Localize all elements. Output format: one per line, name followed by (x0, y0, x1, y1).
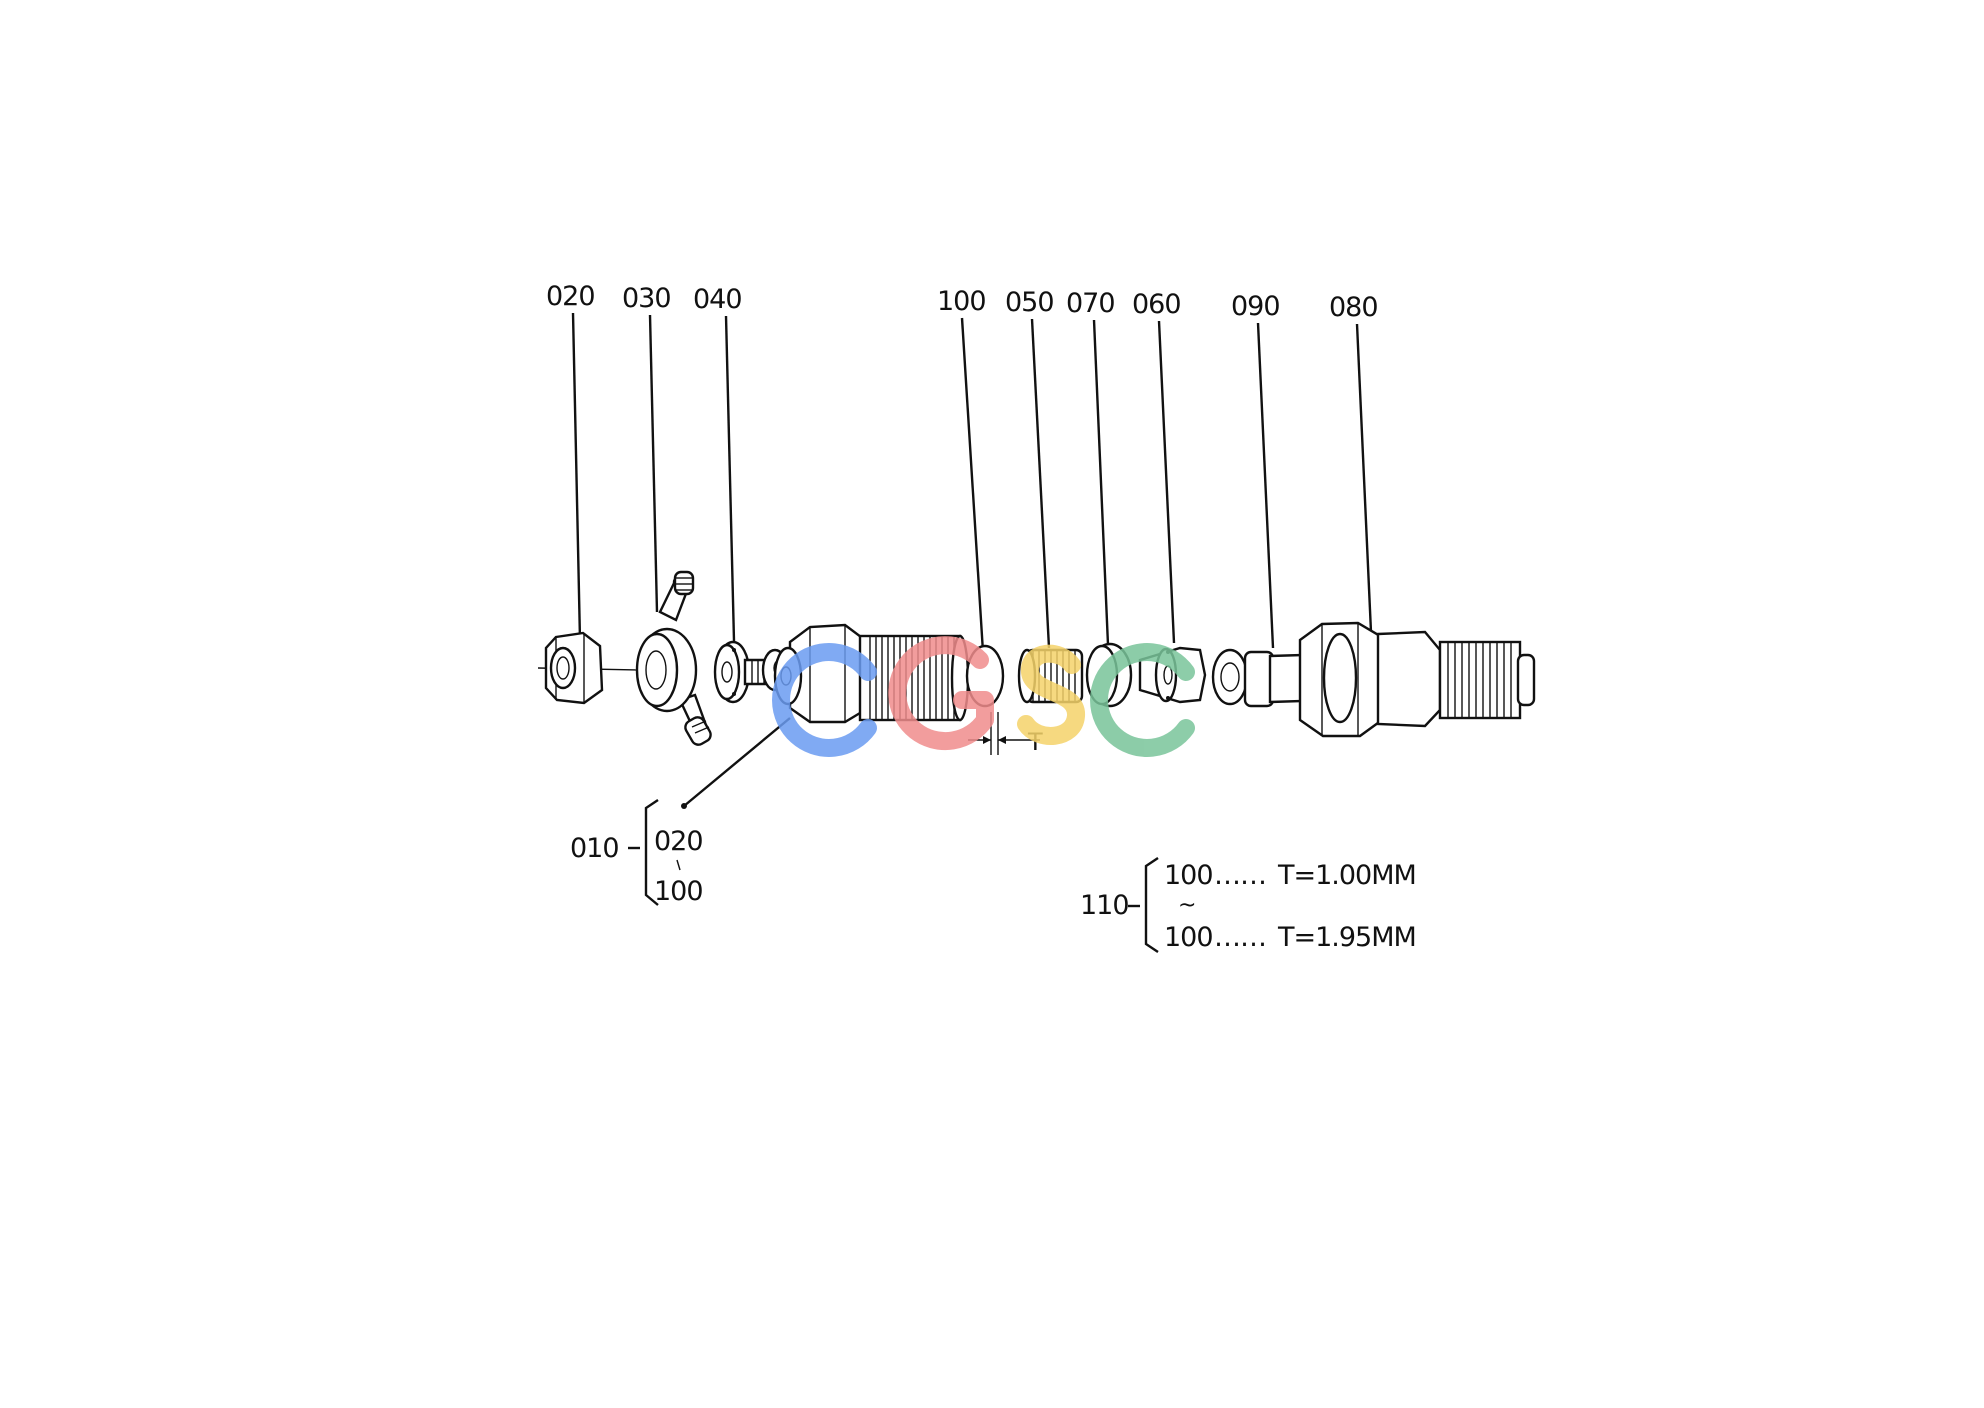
callout-090: 090 (1231, 291, 1280, 322)
callout-020: 020 (546, 281, 595, 312)
part-020-hex-nut (544, 631, 604, 705)
shim-table-label: 110 (1080, 890, 1129, 921)
leader-100 (960, 317, 985, 653)
leader-070 (1092, 319, 1110, 646)
shim-row-2-part: 100 (1164, 922, 1213, 953)
part-080-nut (1298, 621, 1536, 738)
watermark-letter-s (1017, 644, 1085, 745)
assembly-010-label: 010 (570, 833, 619, 864)
shim-row-2-dots: …… (1214, 922, 1266, 953)
watermark-letter-g (888, 636, 994, 751)
leader-010 (683, 717, 791, 807)
callout-100: 100 (937, 286, 986, 317)
callout-070: 070 (1066, 288, 1115, 319)
callout-030: 030 (622, 283, 671, 314)
callout-060: 060 (1132, 289, 1181, 320)
leader-040 (724, 315, 736, 642)
shim-row-2-spec: T=1.95MM (1277, 922, 1416, 953)
watermark-letter-c1 (772, 643, 877, 757)
assembly-bracket (644, 799, 659, 906)
shim-table-110: 110 100 …… T=1.00MM ~ 100 …… T=1.95MM (1080, 857, 1417, 953)
cgsc-watermark-logo (772, 636, 1195, 757)
leader-060 (1157, 320, 1176, 644)
assembly-item-100: 100 (654, 876, 703, 907)
callout-080: 080 (1329, 292, 1378, 323)
leader-090 (1256, 322, 1275, 649)
leader-030 (648, 314, 659, 613)
assembly-010-group: 010 020 100 (570, 717, 791, 907)
leader-050 (1030, 318, 1051, 649)
leader-lines (571, 312, 1373, 653)
shim-range-symbol: ~ (1178, 893, 1195, 918)
callout-050: 050 (1005, 287, 1054, 318)
callout-040: 040 (693, 284, 742, 315)
shim-row-1-part: 100 (1164, 860, 1213, 891)
part-030-banjo (635, 570, 712, 746)
shim-bracket (1144, 857, 1159, 953)
leader-080 (1355, 323, 1373, 633)
shim-row-1-spec: T=1.00MM (1277, 860, 1416, 891)
watermark-letter-c2 (1090, 643, 1195, 757)
assembly-item-020: 020 (654, 826, 703, 857)
leader-020 (571, 312, 582, 641)
shim-row-1-dots: …… (1214, 860, 1266, 891)
